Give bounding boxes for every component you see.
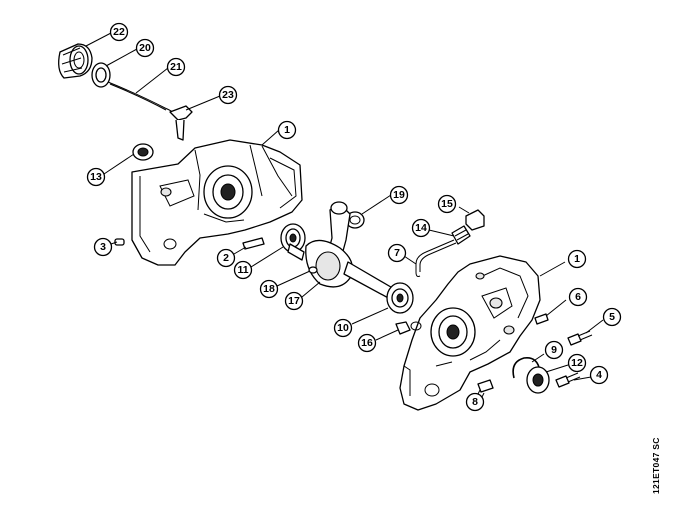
part-7-rod [415, 239, 457, 277]
callout-4: 4 [589, 365, 609, 385]
part-13-oil-seal [132, 143, 154, 161]
callout-11: 11 [233, 260, 253, 280]
drawing-code-label: 121ET047 SC [651, 437, 661, 494]
svg-text:9: 9 [551, 344, 557, 356]
svg-text:11: 11 [237, 264, 248, 276]
part-4-screw [555, 372, 581, 388]
svg-text:7: 7 [394, 247, 400, 259]
part-5-screw [567, 330, 593, 346]
part-23-clip [169, 105, 193, 141]
callout-21: 20 [135, 38, 155, 58]
part-1-crankcase-right [399, 255, 541, 411]
svg-text:22: 22 [113, 26, 125, 38]
part-6-bushing [534, 313, 549, 325]
callout-7: 7 [387, 243, 407, 263]
callout-1-left: 1 [277, 120, 297, 140]
part-21-ring [91, 62, 111, 88]
svg-text:2: 2 [223, 252, 229, 264]
svg-text:13: 13 [90, 171, 102, 183]
callout-15: 15 [437, 194, 457, 214]
part-14-sleeve [451, 225, 471, 245]
callout-22: 21 [166, 57, 186, 77]
callout-23: 23 [218, 85, 238, 105]
part-1-crankcase-left [131, 139, 303, 266]
callout-20: 22 [109, 22, 129, 42]
callout-9: 9 [544, 340, 564, 360]
callout-18: 18 [259, 279, 279, 299]
callout-6: 6 [568, 287, 588, 307]
part-12-oil-seal [526, 366, 550, 394]
part-16-clip [395, 321, 411, 335]
svg-text:4: 4 [596, 369, 602, 381]
svg-text:10: 10 [337, 322, 349, 334]
callout-10: 10 [333, 318, 353, 338]
svg-text:6: 6 [575, 291, 581, 303]
part-20-grommet [58, 43, 93, 79]
callout-3: 3 [93, 237, 113, 257]
callout-13: 13 [86, 167, 106, 187]
part-2-dowel-pin [242, 237, 265, 250]
leader-lines [85, 32, 604, 400]
callout-16: 16 [357, 333, 377, 353]
svg-text:8: 8 [472, 396, 478, 408]
callout-19: 19 [389, 185, 409, 205]
svg-text:19: 19 [393, 189, 405, 201]
callout-2: 2 [216, 248, 236, 268]
callout-12: 12 [567, 353, 587, 373]
part-10-bearing [386, 282, 414, 314]
callout-14: 14 [411, 218, 431, 238]
callout-1-right: 1 [567, 249, 587, 269]
svg-text:3: 3 [100, 241, 106, 253]
svg-text:15: 15 [441, 198, 453, 210]
part-18-woodruff-key [308, 266, 318, 274]
part-15-cap [465, 209, 485, 231]
svg-text:1: 1 [574, 253, 580, 265]
svg-text:18: 18 [263, 283, 275, 295]
part-3-plug [114, 238, 125, 246]
svg-text:14: 14 [415, 222, 427, 234]
svg-text:20: 20 [139, 42, 151, 54]
callout-5: 5 [602, 307, 622, 327]
callout-8: 8 [465, 392, 485, 412]
svg-text:17: 17 [288, 295, 300, 307]
svg-text:1: 1 [284, 124, 290, 136]
svg-text:16: 16 [361, 337, 373, 349]
svg-text:21: 21 [170, 61, 182, 73]
part-17-crankshaft [287, 201, 397, 301]
svg-text:23: 23 [222, 89, 234, 101]
svg-text:12: 12 [571, 357, 583, 369]
callout-17: 17 [284, 291, 304, 311]
svg-text:5: 5 [609, 311, 615, 323]
